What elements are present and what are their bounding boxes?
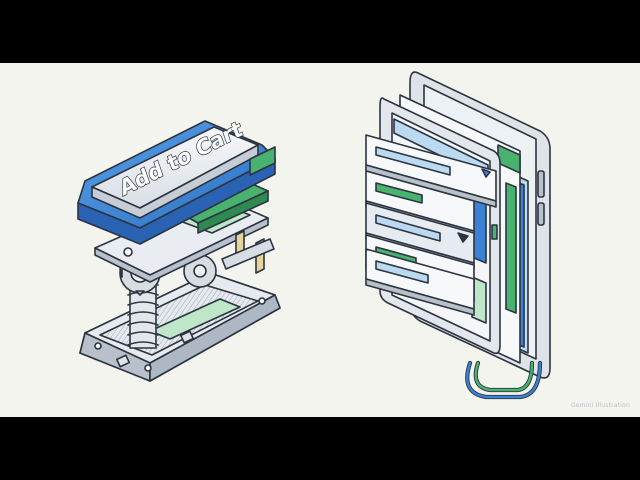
exploded-device-illustration — [365, 71, 551, 400]
ui-card-1 — [365, 134, 497, 208]
exploded-button-illustration: Add to Cart — [77, 115, 281, 382]
watermark-text: Gemini Illustration — [570, 402, 630, 409]
terminal-pins — [221, 230, 275, 274]
select-arrow-icon — [457, 232, 469, 243]
ui-card-5 — [365, 248, 475, 316]
ui-card-stack — [365, 134, 497, 316]
button-housing-base — [79, 272, 281, 382]
illustration-canvas: Add to Cart — [0, 63, 640, 417]
button-frame — [179, 182, 269, 234]
dropdown-chevron-icon — [481, 168, 491, 178]
illustration-svg: Add to Cart — [77, 71, 551, 400]
add-to-cart-keycap: Add to Cart — [77, 115, 276, 245]
device-cables — [465, 360, 543, 400]
